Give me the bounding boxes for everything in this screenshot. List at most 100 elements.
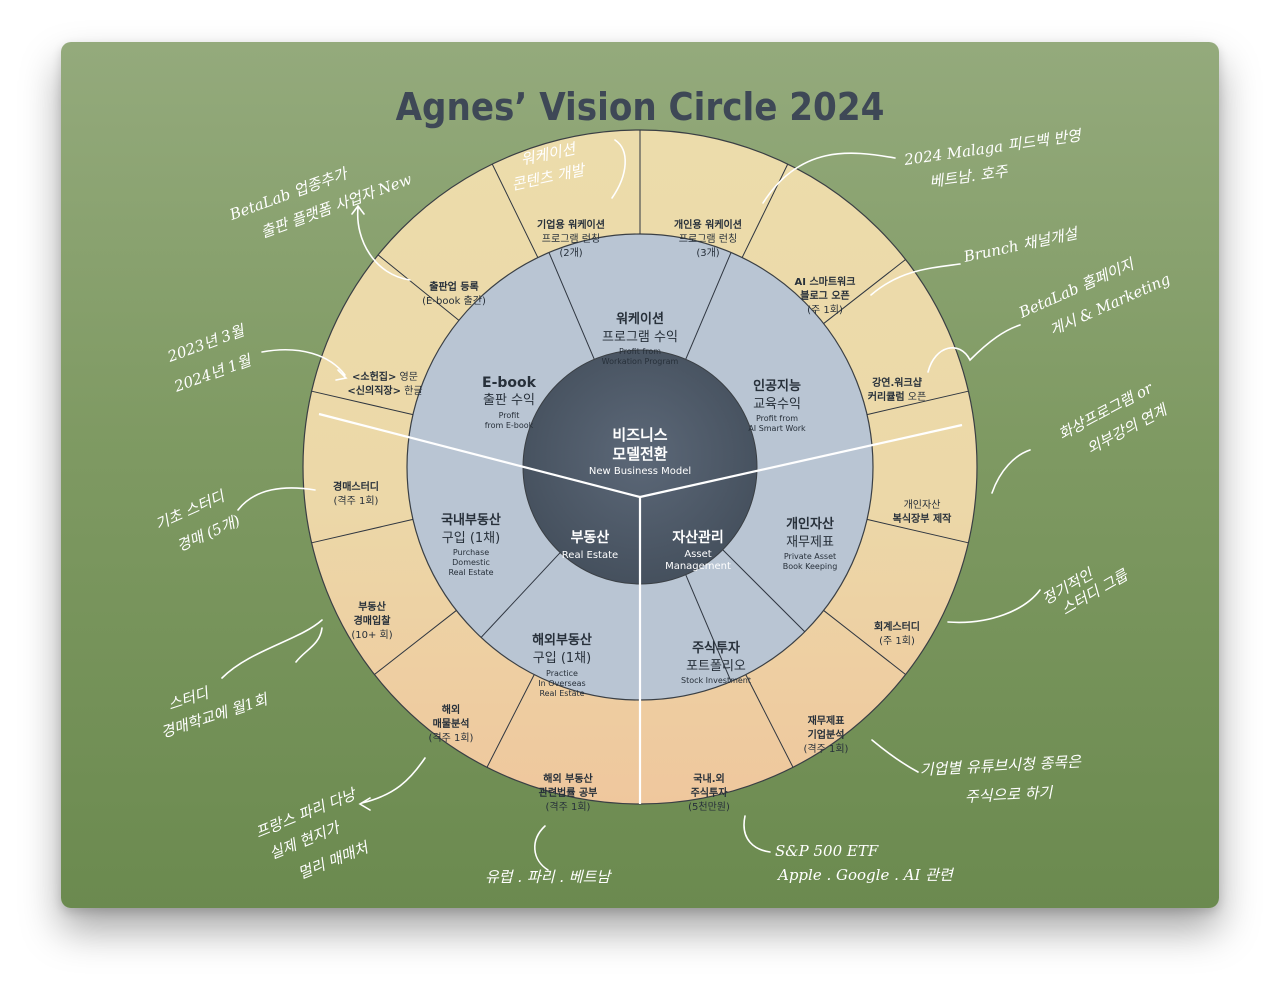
- svg-text:해외부동산: 해외부동산: [532, 632, 592, 648]
- outer-personal-asset: 개인자산 복식장부 제작: [893, 499, 952, 525]
- svg-text:유럽 . 파리 . 베트남: 유럽 . 파리 . 베트남: [485, 868, 612, 886]
- svg-text:(E-book 출간): (E-book 출간): [422, 295, 486, 307]
- svg-text:부동산: 부동산: [358, 600, 386, 613]
- note-law: 유럽 . 파리 . 베트남: [485, 825, 612, 886]
- svg-text:출판 수익: 출판 수익: [483, 393, 535, 408]
- svg-text:E-book: E-book: [482, 375, 537, 391]
- svg-text:인공지능: 인공지능: [753, 378, 801, 394]
- svg-text:(3개): (3개): [696, 247, 719, 259]
- svg-text:Practice: Practice: [546, 669, 578, 678]
- note-auction: 기초 스터디 경매 (5개): [152, 487, 316, 555]
- svg-text:개인용 워케이션: 개인용 워케이션: [674, 218, 742, 231]
- svg-text:S&P 500 ETF: S&P 500 ETF: [775, 842, 879, 860]
- svg-text:복식장부 제작: 복식장부 제작: [893, 512, 952, 525]
- svg-text:회계스터디: 회계스터디: [874, 620, 920, 633]
- svg-text:주식으로 하기: 주식으로 하기: [964, 783, 1054, 806]
- outer-lecture: 강연.워크샵 커리큘럼 오픈: [868, 376, 926, 403]
- svg-text:해외: 해외: [442, 703, 460, 716]
- svg-text:Book Keeping: Book Keeping: [783, 562, 838, 571]
- svg-text:구입 (1채): 구입 (1채): [442, 531, 500, 546]
- svg-text:(5천만원): (5천만원): [688, 801, 730, 813]
- middle-overseas: 해외부동산 구입 (1채) Practice In Overseas Real …: [532, 632, 592, 698]
- outer-divider: [823, 610, 906, 675]
- center-title-en: New Business Model: [589, 466, 691, 477]
- svg-text:<소헌집> 영문: <소헌집> 영문: [352, 371, 418, 383]
- svg-text:베트남. 호주: 베트남. 호주: [928, 162, 1009, 191]
- svg-text:(격주 1회): (격주 1회): [804, 742, 849, 755]
- svg-text:워케이션: 워케이션: [616, 311, 664, 327]
- svg-text:(주 1회): (주 1회): [807, 304, 843, 316]
- svg-text:개인자산: 개인자산: [904, 499, 941, 511]
- svg-text:프로그램 런칭: 프로그램 런칭: [679, 233, 737, 245]
- svg-text:In Overseas: In Overseas: [538, 679, 585, 688]
- svg-text:기업분석: 기업분석: [808, 728, 845, 741]
- note-homepage: BetaLab 홈페이지 게시 & Marketing: [927, 255, 1173, 373]
- middle-bookkeeping: 개인자산 재무제표 Private Asset Book Keeping: [783, 516, 838, 571]
- outer-divider: [741, 163, 789, 258]
- svg-text:2024 Malaga 피드백 반영: 2024 Malaga 피드백 반영: [902, 126, 1084, 169]
- middle-divider: [548, 252, 595, 360]
- middle-domestic: 국내부동산 구입 (1채) Purchase Domestic Real Est…: [441, 512, 501, 577]
- outer-overseas-law: 해외 부동산 관련법률 공부 (격주 1회): [539, 772, 598, 813]
- svg-text:Profit from: Profit from: [756, 414, 798, 423]
- outer-ai-blog: AI 스마트워크 블로그 오픈 (주 1회): [795, 275, 856, 316]
- outer-ring-dividers: [311, 130, 969, 804]
- svg-text:프로그램 런칭: 프로그램 런칭: [542, 233, 600, 245]
- svg-text:매물분석: 매물분석: [433, 717, 470, 730]
- middle-stock: 주식투자 포트폴리오 Stock Investment: [681, 640, 751, 685]
- svg-text:Apple . Google . AI 관련: Apple . Google . AI 관련: [776, 866, 955, 884]
- middle-divider: [480, 552, 561, 638]
- outer-divider: [486, 674, 535, 768]
- outer-stocks: 국내.외 주식투자 (5천만원): [688, 772, 730, 813]
- svg-text:기업용 워케이션: 기업용 워케이션: [537, 218, 605, 231]
- svg-text:강연.워크샵: 강연.워크샵: [872, 376, 923, 389]
- outer-accounting: 회계스터디 (주 1회): [874, 620, 920, 647]
- realestate-ko: 부동산: [571, 529, 610, 546]
- svg-text:재무제표: 재무제표: [786, 535, 834, 550]
- svg-text:관련법률 공부: 관련법률 공부: [539, 786, 598, 799]
- outer-auction-study: 경매스터디 (격주 1회): [333, 480, 379, 507]
- svg-text:기업별 유튜브시청 종목은: 기업별 유튜브시청 종목은: [919, 753, 1082, 779]
- center-core: 비즈니스 모델전환 New Business Model 부동산 Real Es…: [562, 426, 731, 572]
- svg-text:개인자산: 개인자산: [786, 516, 834, 532]
- svg-text:AI 스마트워크: AI 스마트워크: [795, 275, 856, 288]
- outer-personal-workation: 개인용 워케이션 프로그램 런칭 (3개): [674, 218, 742, 259]
- svg-text:<신의직장> 한글: <신의직장> 한글: [347, 384, 422, 397]
- main-section-lines: [318, 412, 963, 804]
- svg-text:(10+ 회): (10+ 회): [351, 629, 392, 641]
- svg-text:(격주 1회): (격주 1회): [334, 494, 379, 507]
- svg-text:(격주 1회): (격주 1회): [429, 731, 474, 744]
- note-sp500: S&P 500 ETF Apple . Google . AI 관련: [743, 815, 955, 884]
- middle-ring-dividers: [480, 252, 806, 682]
- realestate-en: Real Estate: [562, 550, 618, 561]
- note-corporate: 기업별 유튜브시청 종목은 주식으로 하기: [871, 739, 1083, 806]
- outer-divider: [377, 254, 460, 321]
- asset-en2: Management: [665, 561, 731, 572]
- svg-text:Workation Program: Workation Program: [602, 357, 679, 366]
- outer-divider: [311, 518, 414, 544]
- svg-text:경매스터디: 경매스터디: [333, 480, 379, 493]
- svg-text:재무제표: 재무제표: [808, 714, 845, 727]
- asset-ko: 자산관리: [672, 529, 724, 546]
- svg-text:Private Asset: Private Asset: [784, 552, 836, 561]
- outer-divider: [374, 610, 457, 675]
- middle-workation: 워케이션 프로그램 수익 Profit from Workation Progr…: [602, 311, 679, 366]
- svg-text:프로그램 수익: 프로그램 수익: [602, 330, 678, 345]
- svg-text:(주 1회): (주 1회): [879, 635, 915, 647]
- outer-books: <소헌집> 영문 <신의직장> 한글: [347, 371, 422, 397]
- svg-text:from E-book: from E-book: [485, 421, 534, 430]
- outer-divider: [745, 674, 794, 768]
- svg-text:Profit from: Profit from: [619, 347, 661, 356]
- svg-text:경매입찰: 경매입찰: [354, 614, 392, 627]
- svg-text:AI Smart Work: AI Smart Work: [748, 424, 806, 433]
- svg-text:Purchase: Purchase: [453, 548, 489, 557]
- middle-divider: [685, 574, 732, 682]
- middle-ai: 인공지능 교육수익 Profit from AI Smart Work: [748, 378, 806, 433]
- outer-divider: [491, 163, 539, 258]
- note-regular: 정기적인 스터디 그룹: [947, 565, 1132, 624]
- outer-publisher: 출판업 등록 (E-book 출간): [422, 280, 486, 307]
- svg-text:교육수익: 교육수익: [753, 397, 801, 412]
- outer-overseas-analysis: 해외 매물분석 (격주 1회): [429, 703, 474, 744]
- center-title-ko2: 모델전환: [612, 445, 667, 463]
